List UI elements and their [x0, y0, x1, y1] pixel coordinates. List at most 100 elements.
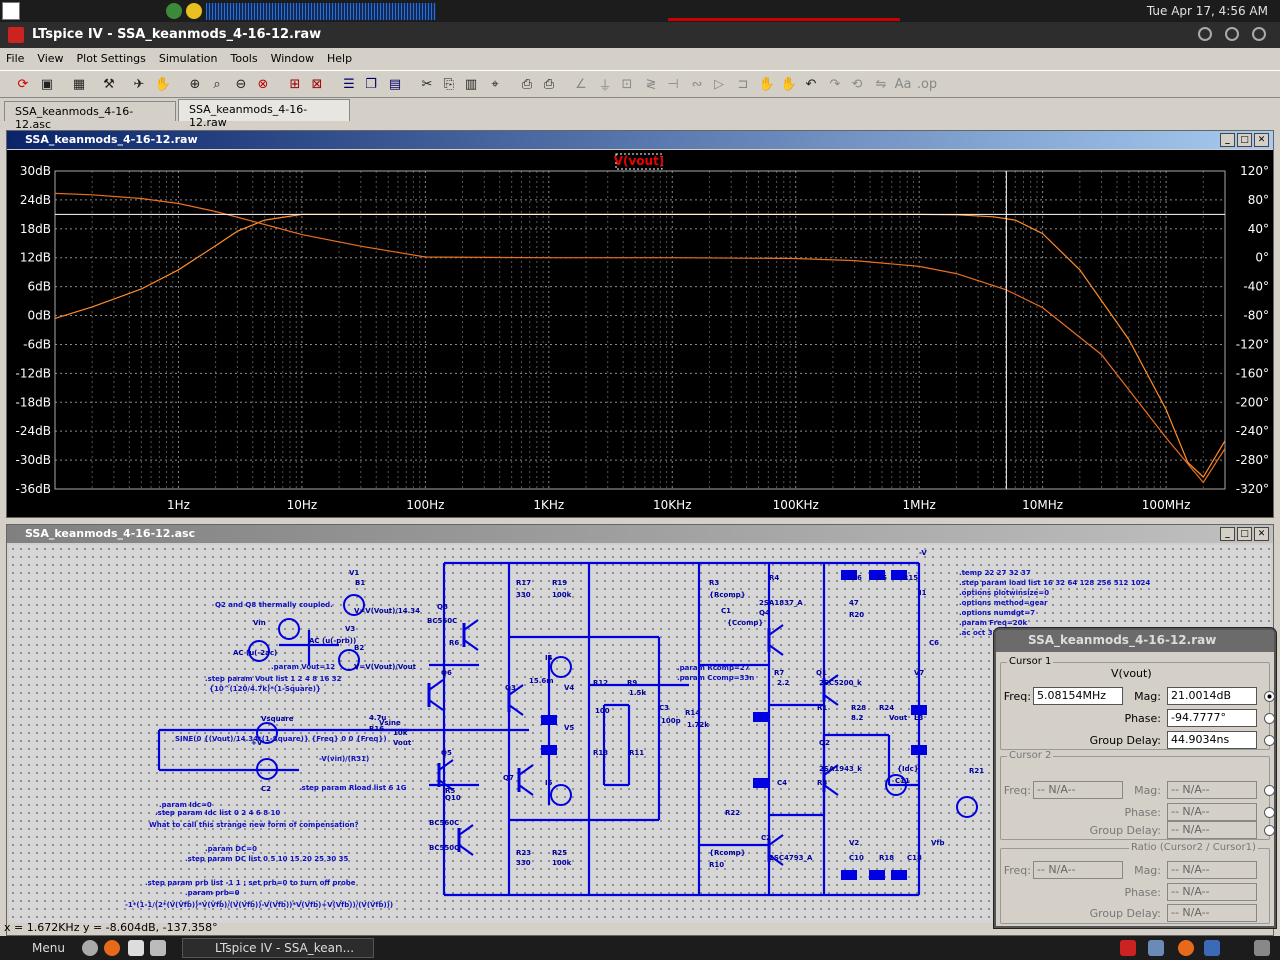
component-label[interactable]: R4: [769, 574, 779, 582]
cursor-panel-title[interactable]: SSA_keanmods_4-16-12.raw: [996, 630, 1274, 652]
component-label[interactable]: R1: [817, 704, 827, 712]
capacitor-symbol[interactable]: [869, 870, 885, 880]
capacitor-symbol[interactable]: [841, 870, 857, 880]
component-label[interactable]: R7: [774, 669, 784, 677]
component-label[interactable]: R22: [725, 809, 740, 817]
component-label[interactable]: Vsine: [379, 719, 401, 727]
component-label[interactable]: C10: [849, 854, 864, 862]
spice-directive[interactable]: .param prb=0: [185, 889, 240, 897]
component-label[interactable]: Vout: [393, 739, 412, 747]
component-label[interactable]: Vin: [253, 619, 266, 627]
component-label[interactable]: Q8: [437, 603, 448, 611]
spice-directive[interactable]: .param Ccomp=33n: [677, 674, 754, 682]
component-label[interactable]: R24: [879, 704, 894, 712]
applications-menu-icon[interactable]: [2, 2, 20, 20]
component-label[interactable]: BC550C: [429, 844, 459, 852]
tile-icon[interactable]: ☰: [343, 76, 355, 92]
component-label[interactable]: C2: [761, 834, 771, 842]
inductor-icon[interactable]: ∾: [691, 76, 703, 92]
component-label[interactable]: +V: [251, 739, 263, 747]
component-label[interactable]: C5: [877, 574, 887, 582]
component-label[interactable]: Q6: [441, 669, 452, 677]
component-label[interactable]: R14: [685, 709, 700, 717]
component-label[interactable]: 1.72k: [687, 721, 709, 729]
component-label[interactable]: R13: [593, 749, 608, 757]
spice-directive[interactable]: .temp 22 27 32 37: [959, 569, 1031, 577]
source-symbol[interactable]: [248, 640, 270, 662]
spice-directive[interactable]: -V(vin)/(R31): [319, 755, 369, 763]
component-label[interactable]: 100k: [552, 591, 572, 599]
spice-directive[interactable]: -1*(1-1/(2*(V(Vfb))*V(Vfb)/(V(Vfb))-V(Vf…: [125, 901, 393, 909]
trace-phase[interactable]: [54, 192, 1226, 484]
cursor1-mag-radio[interactable]: [1264, 691, 1275, 702]
source-symbol[interactable]: [256, 758, 278, 780]
save-icon[interactable]: ▦: [72, 76, 86, 92]
cascade-icon[interactable]: ❐: [365, 76, 377, 92]
menu-file[interactable]: File: [6, 52, 25, 65]
capacitor-symbol[interactable]: [753, 712, 769, 722]
autorange-icon[interactable]: ⊞: [289, 76, 301, 92]
zoom-in-icon[interactable]: ⊕: [189, 76, 201, 92]
source-symbol[interactable]: [885, 774, 907, 796]
source-symbol[interactable]: [550, 784, 572, 806]
component-label[interactable]: R8: [817, 779, 827, 787]
component-label[interactable]: V7: [914, 669, 924, 677]
spice-directive[interactable]: .step param load list 16 32 64 128 256 5…: [959, 579, 1150, 587]
component-label[interactable]: R5: [445, 787, 455, 795]
spice-directive[interactable]: .options numdgt=7: [959, 609, 1035, 617]
spice-directive[interactable]: .step param prb list -1 1 ; set prb=0 to…: [145, 879, 356, 887]
text-editor-icon[interactable]: [128, 940, 144, 956]
component-label[interactable]: V=V(Vout)/14.34: [354, 607, 420, 615]
spice-directive[interactable]: .param Vout=12: [271, 663, 335, 671]
waveform-maximize-button[interactable]: □: [1237, 133, 1252, 147]
control-panel-icon[interactable]: ⚒: [103, 76, 115, 92]
component-label[interactable]: R9: [627, 679, 637, 687]
open-icon[interactable]: ⟳: [17, 76, 29, 92]
menu-simulation[interactable]: Simulation: [158, 52, 218, 65]
spice-directive[interactable]: What to call this strange new form of co…: [149, 821, 359, 829]
wire-icon[interactable]: ∠: [575, 76, 587, 92]
component-label[interactable]: R21: [969, 767, 984, 775]
component-label[interactable]: V4: [564, 684, 574, 692]
capacitor-symbol[interactable]: [753, 778, 769, 788]
pan-icon[interactable]: ⌕: [213, 76, 221, 92]
cursor1-mag-field[interactable]: 21.0014dB: [1167, 687, 1257, 705]
component-label[interactable]: 2SC4793_A: [769, 854, 813, 862]
menu-tools[interactable]: Tools: [230, 52, 258, 65]
component-label[interactable]: 330: [516, 859, 531, 867]
spice-directive[interactable]: .param DC=0: [205, 845, 257, 853]
component-label[interactable]: 47: [849, 599, 859, 607]
cursor1-phase-radio[interactable]: [1264, 713, 1275, 724]
capacitor-symbol[interactable]: [911, 705, 927, 715]
text-icon[interactable]: Aa: [894, 76, 912, 92]
menu-plot-settings[interactable]: Plot Settings: [76, 52, 146, 65]
spice-directive[interactable]: .step param Idc list 0 2 4 6 8 10: [155, 809, 280, 817]
run-icon[interactable]: ✈: [133, 76, 145, 92]
component-label[interactable]: 2SA1943_k: [819, 765, 862, 773]
taskbar-ltspice-task[interactable]: LTspice IV - SSA_kean...: [182, 938, 374, 958]
close-button[interactable]: [1252, 27, 1266, 41]
component-label[interactable]: 100: [595, 707, 610, 715]
minimize-button[interactable]: [1198, 27, 1212, 41]
component-label[interactable]: C18: [907, 854, 922, 862]
component-label[interactable]: 330: [516, 591, 531, 599]
resistor-icon[interactable]: ≷: [645, 76, 657, 92]
component-label[interactable]: V5: [564, 724, 574, 732]
redo-icon[interactable]: ↷: [829, 76, 841, 92]
zoom-fit-icon[interactable]: ⊗: [257, 76, 269, 92]
component-label[interactable]: AC (u(-prb)): [309, 637, 356, 645]
component-label[interactable]: 4.7u: [369, 714, 386, 722]
diode-icon[interactable]: ▷: [714, 76, 724, 92]
component-label[interactable]: Q3: [505, 684, 516, 692]
component-label[interactable]: L3: [914, 714, 923, 722]
delete-trace-icon[interactable]: ⊠: [311, 76, 323, 92]
spice-directive[interactable]: .step param DC list 0 5 10 15 20 25 30 3…: [185, 855, 349, 863]
start-menu-button[interactable]: Menu: [32, 941, 65, 955]
component-label[interactable]: R19: [552, 579, 567, 587]
component-label[interactable]: 1.5k: [629, 689, 646, 697]
component-label[interactable]: C3: [659, 704, 669, 712]
component-label[interactable]: R23: [516, 849, 531, 857]
cursor1-phase-field[interactable]: -94.7777°: [1167, 709, 1257, 727]
spice-directive[interactable]: .param Freq=20k: [959, 619, 1027, 627]
component-label[interactable]: V3: [345, 625, 355, 633]
